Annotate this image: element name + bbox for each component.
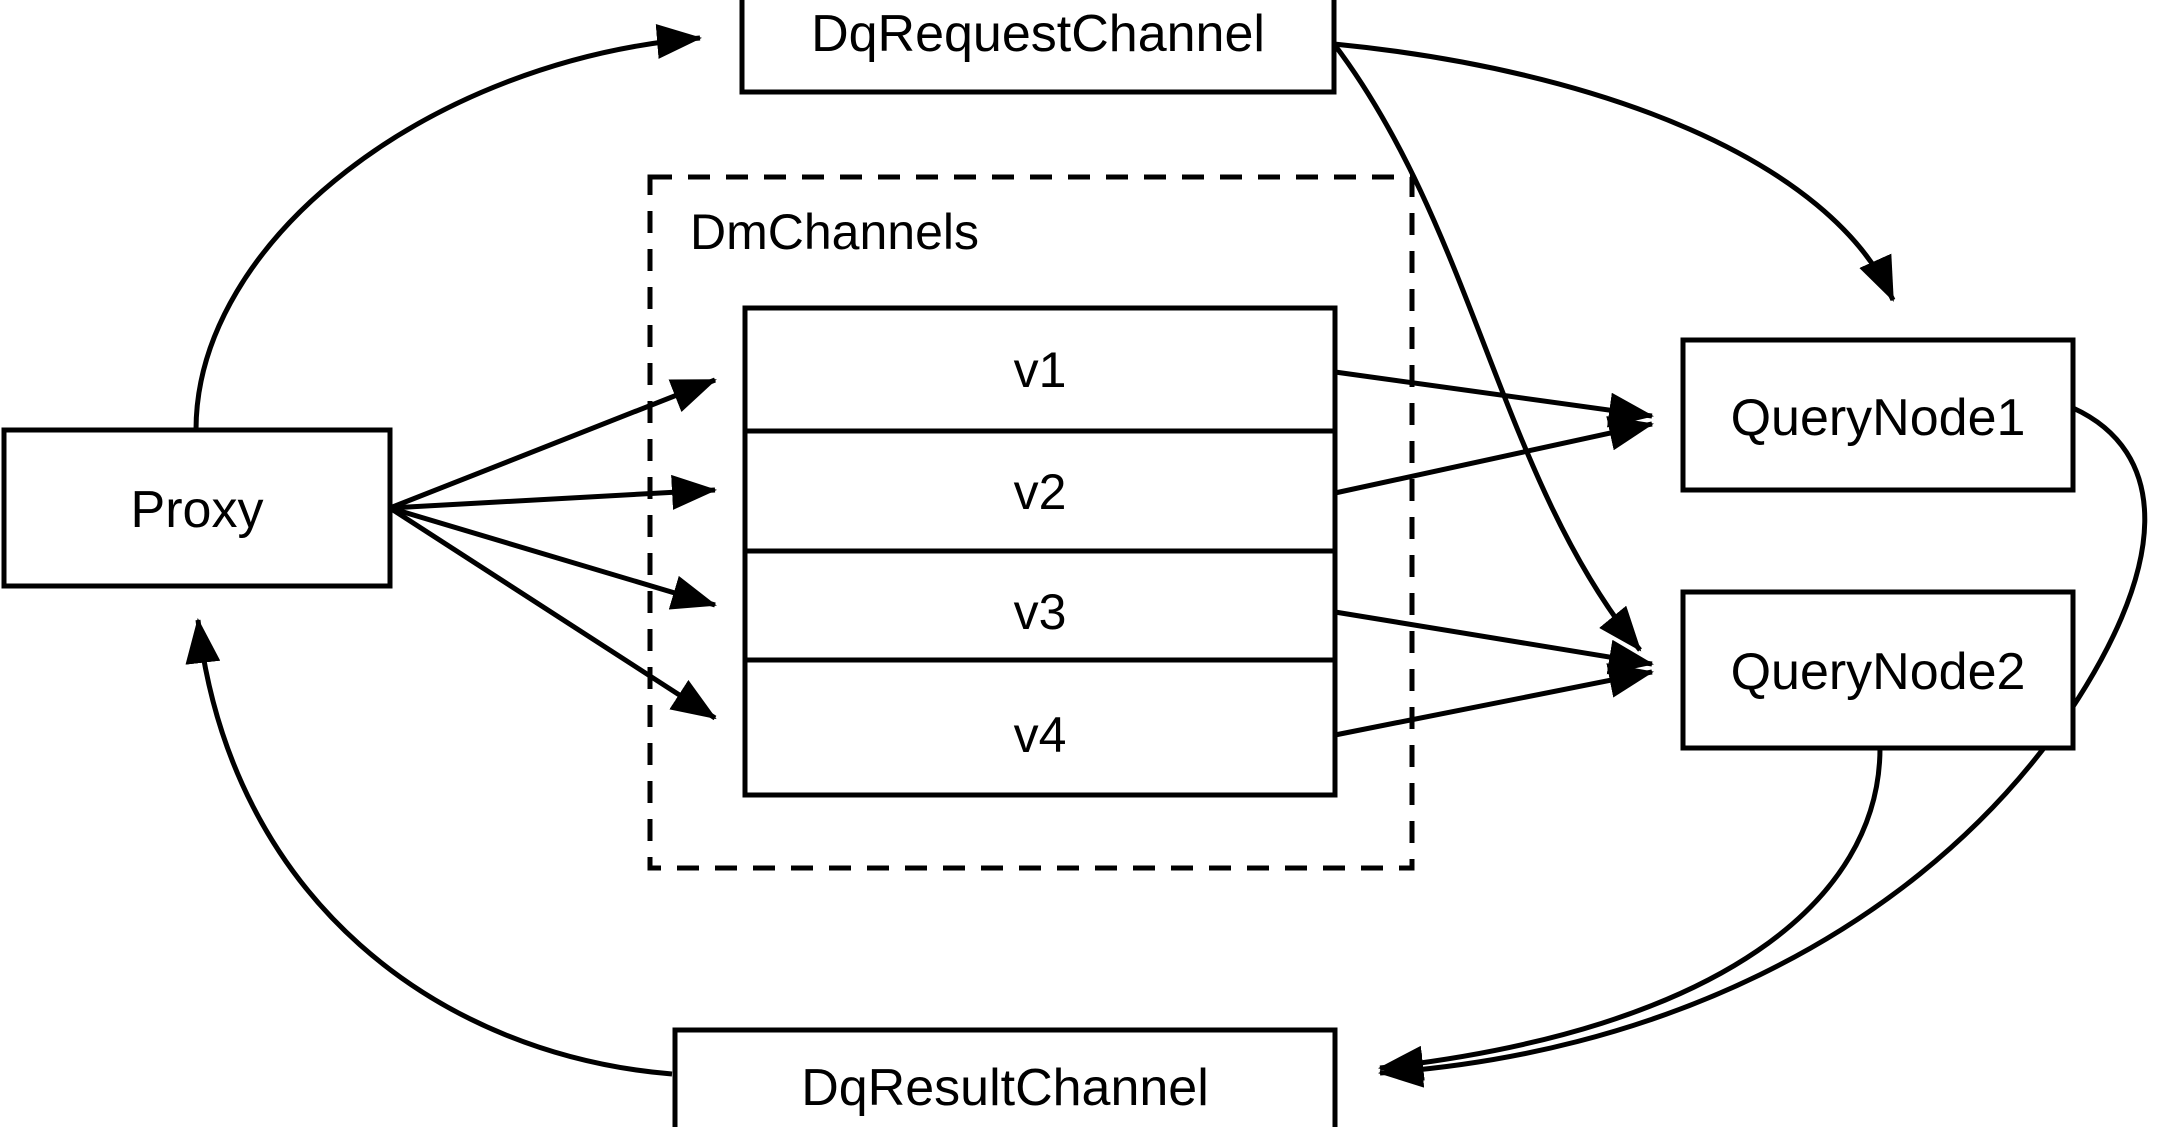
proxy-box[interactable] xyxy=(1,427,393,589)
edge-proxy-to-v2 xyxy=(389,474,717,511)
edge-querynode1-to-dq-result-channel xyxy=(1378,405,2148,1088)
channel-row-v2-label: v2 xyxy=(1014,464,1067,520)
edge-dq-result-channel-to-proxy xyxy=(185,618,673,1077)
group-dm-channels: DmChannels xyxy=(647,174,1415,871)
querynode1-label: QueryNode1 xyxy=(1731,389,2026,447)
querynode2-box[interactable] xyxy=(1680,589,2076,751)
edge-proxy-to-v1 xyxy=(389,377,717,511)
node-querynode1[interactable]: QueryNode1 xyxy=(1680,337,2076,493)
edge-querynode2-to-dq-result-channel xyxy=(1378,747,1883,1081)
node-proxy[interactable]: Proxy xyxy=(1,427,393,589)
proxy-label: Proxy xyxy=(131,481,264,539)
edge-proxy-to-v4 xyxy=(388,505,717,721)
dq-request-channel-label: DqRequestChannel xyxy=(811,5,1265,63)
channel-row-v4-label: v4 xyxy=(1014,707,1067,763)
edge-v1-to-querynode1 xyxy=(1334,369,1654,428)
node-dq-result-channel[interactable]: DqResultChannel xyxy=(672,1027,1338,1127)
edge-proxy-to-v3 xyxy=(389,505,717,610)
querynode2-label: QueryNode2 xyxy=(1731,643,2026,701)
dm-channels-table: v1 v2 v3 v4 xyxy=(742,305,1338,798)
edge-v3-to-querynode2 xyxy=(1334,609,1654,675)
dm-channels-label: DmChannels xyxy=(690,204,979,260)
dq-result-channel-box[interactable] xyxy=(672,1027,1338,1127)
edge-dq-request-channel-to-querynode2 xyxy=(1332,42,1642,652)
node-querynode2[interactable]: QueryNode2 xyxy=(1680,589,2076,751)
querynode1-box[interactable] xyxy=(1680,337,2076,493)
edge-v2-to-querynode1 xyxy=(1334,416,1654,496)
dq-request-channel-box[interactable] xyxy=(739,0,1337,95)
channel-row-v3-label: v3 xyxy=(1014,584,1067,640)
channel-row-v1-label: v1 xyxy=(1014,342,1067,398)
edge-proxy-to-dq-request-channel xyxy=(193,24,702,431)
dm-channels-group-box xyxy=(647,174,1415,871)
dq-result-channel-label: DqResultChannel xyxy=(801,1059,1209,1117)
node-dq-request-channel[interactable]: DqRequestChannel xyxy=(739,0,1337,95)
edge-v4-to-querynode2 xyxy=(1334,663,1654,738)
edge-dq-request-channel-to-querynode1 xyxy=(1333,41,1896,302)
